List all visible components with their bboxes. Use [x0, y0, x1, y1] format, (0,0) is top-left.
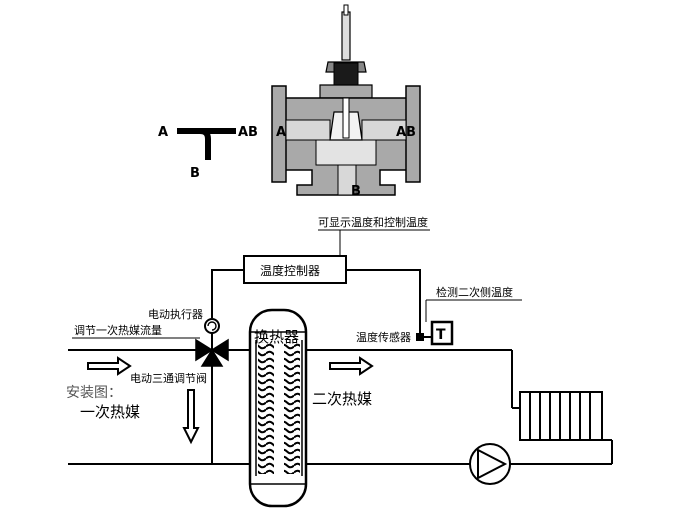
heat-exchanger	[248, 308, 308, 508]
valve-port-b: B	[351, 184, 361, 199]
symbol-port-ab: AB	[238, 125, 258, 140]
pipes	[68, 349, 613, 465]
controller-display-note: 可显示温度和控制温度	[318, 215, 428, 229]
sensor-display: T	[430, 320, 454, 346]
flow-arrows	[87, 356, 374, 445]
three-way-valve-label: 电动三通调节阀	[130, 371, 207, 385]
symbol-port-a: A	[158, 125, 168, 140]
primary-return-arrow	[182, 389, 200, 445]
secondary-outlet-arrow	[329, 356, 374, 376]
electric-actuator-label: 电动执行器	[148, 307, 203, 321]
coil-left	[258, 342, 274, 474]
sensor-symbol: T	[436, 327, 446, 343]
primary-medium-label: 一次热媒	[80, 403, 140, 421]
valve-cross-section	[271, 4, 421, 196]
heat-exchanger-label: 换热器	[254, 328, 299, 346]
install-diagram-label: 安装图：	[66, 385, 122, 401]
temperature-controller-box	[243, 255, 347, 284]
symbol-port-b: B	[190, 166, 200, 181]
electric-actuator	[204, 318, 220, 334]
three-way-valve	[195, 333, 229, 367]
control-wiring	[211, 269, 421, 333]
valve-port-ab: AB	[396, 125, 416, 140]
primary-inlet-arrow	[87, 356, 132, 376]
coil-right	[284, 342, 300, 474]
temperature-sensor	[416, 333, 432, 341]
adjust-primary-flow-label: 调节一次热媒流量	[74, 323, 162, 337]
flow-symbol	[177, 128, 211, 160]
pump	[469, 443, 511, 485]
temperature-sensor-label: 温度传感器	[356, 330, 411, 344]
valve-port-a: A	[276, 125, 286, 140]
detect-secondary-temp-label: 检测二次侧温度	[436, 285, 513, 299]
temperature-controller-label: 温度控制器	[260, 263, 320, 278]
secondary-medium-label: 二次热媒	[312, 390, 372, 408]
radiator	[519, 391, 612, 441]
